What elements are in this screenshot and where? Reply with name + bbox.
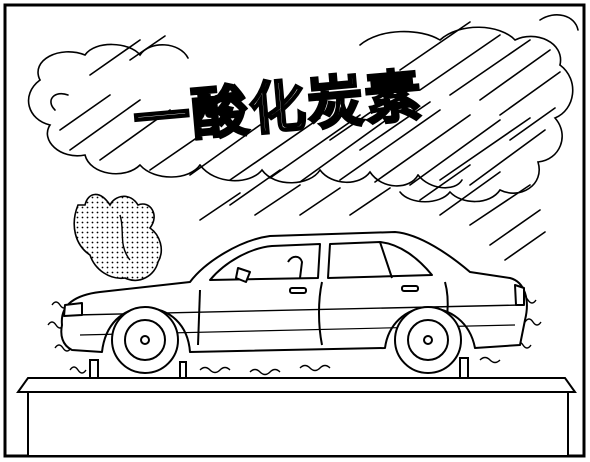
platform-icon [16,357,577,457]
rear-wheel [394,306,462,374]
fire-icon [73,193,162,282]
smoke-cloud-icon [27,14,579,261]
heat-wave-lines [47,296,542,376]
sedan-car-icon [60,231,528,374]
front-wheel [111,306,179,374]
